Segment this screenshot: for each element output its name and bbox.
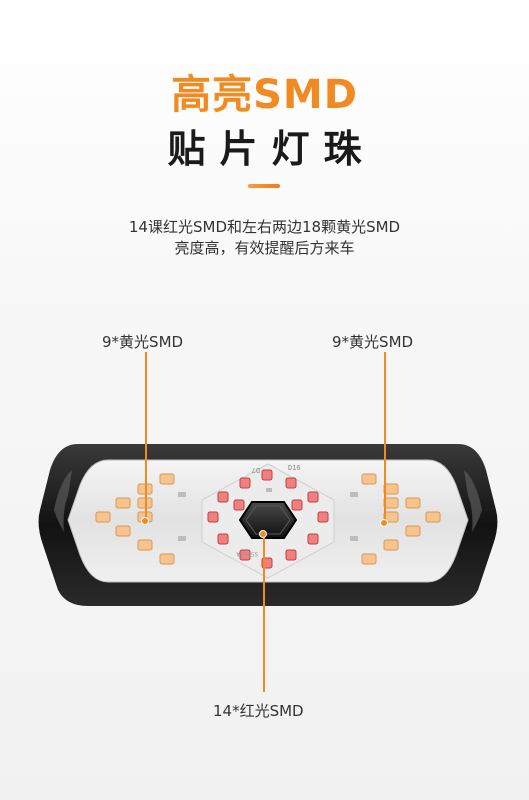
yellow-led — [95, 511, 111, 523]
pcb-components — [178, 488, 358, 541]
description-line-2: 亮度高，有效提醒后方来车 — [174, 239, 355, 257]
red-led — [317, 511, 329, 523]
callout-dot-bottom — [259, 530, 267, 538]
yellow-led — [405, 525, 421, 537]
red-led — [233, 499, 245, 511]
yellow-led-group-left — [95, 473, 175, 565]
yellow-led — [383, 539, 399, 551]
callout-line-right — [384, 352, 386, 522]
red-led-group — [207, 469, 329, 569]
hex-button-highlight — [245, 505, 291, 535]
left-edge-highlight — [54, 470, 72, 532]
right-edge-highlight — [464, 470, 482, 532]
yellow-led — [383, 497, 399, 509]
headline-orange: 高亮SMD — [171, 72, 358, 118]
yellow-led — [159, 473, 175, 485]
red-led — [285, 477, 297, 489]
red-led — [307, 491, 319, 503]
red-led — [207, 511, 219, 523]
red-led — [239, 477, 251, 489]
red-led — [239, 549, 251, 561]
red-led — [261, 469, 273, 481]
callout-dot-right — [380, 519, 388, 527]
red-led — [307, 533, 319, 545]
callout-line-left — [145, 352, 147, 520]
callout-label-left: 9*黄光SMD — [102, 333, 184, 351]
yellow-led — [405, 497, 421, 509]
red-led — [291, 499, 303, 511]
headline-black: 贴片灯珠 — [167, 127, 376, 171]
center-hex-button — [238, 501, 298, 539]
yellow-led — [383, 483, 399, 495]
callout-label-bottom: 14*红光SMD — [213, 702, 304, 720]
red-led — [285, 549, 297, 561]
yellow-led — [115, 497, 131, 509]
red-led — [217, 533, 229, 545]
pcb-label-code: S5304A — [236, 550, 258, 557]
yellow-led — [425, 511, 441, 523]
description-line-1: 14课红光SMD和左右两边18颗黄光SMD — [128, 218, 401, 236]
accent-divider — [248, 184, 280, 188]
yellow-led — [137, 539, 153, 551]
yellow-led — [159, 553, 175, 565]
red-led — [217, 491, 229, 503]
yellow-led — [361, 553, 377, 565]
yellow-led — [361, 473, 377, 485]
callout-dot-left — [141, 517, 149, 525]
tail-light-illustration: D7 D16 S5304A — [38, 444, 498, 606]
yellow-led — [115, 525, 131, 537]
callout-line-bottom — [263, 534, 265, 692]
pcb-label-d16: D16 — [288, 464, 301, 472]
pcb-label-d7: D7 — [252, 466, 260, 474]
callout-label-right: 9*黄光SMD — [332, 333, 414, 351]
